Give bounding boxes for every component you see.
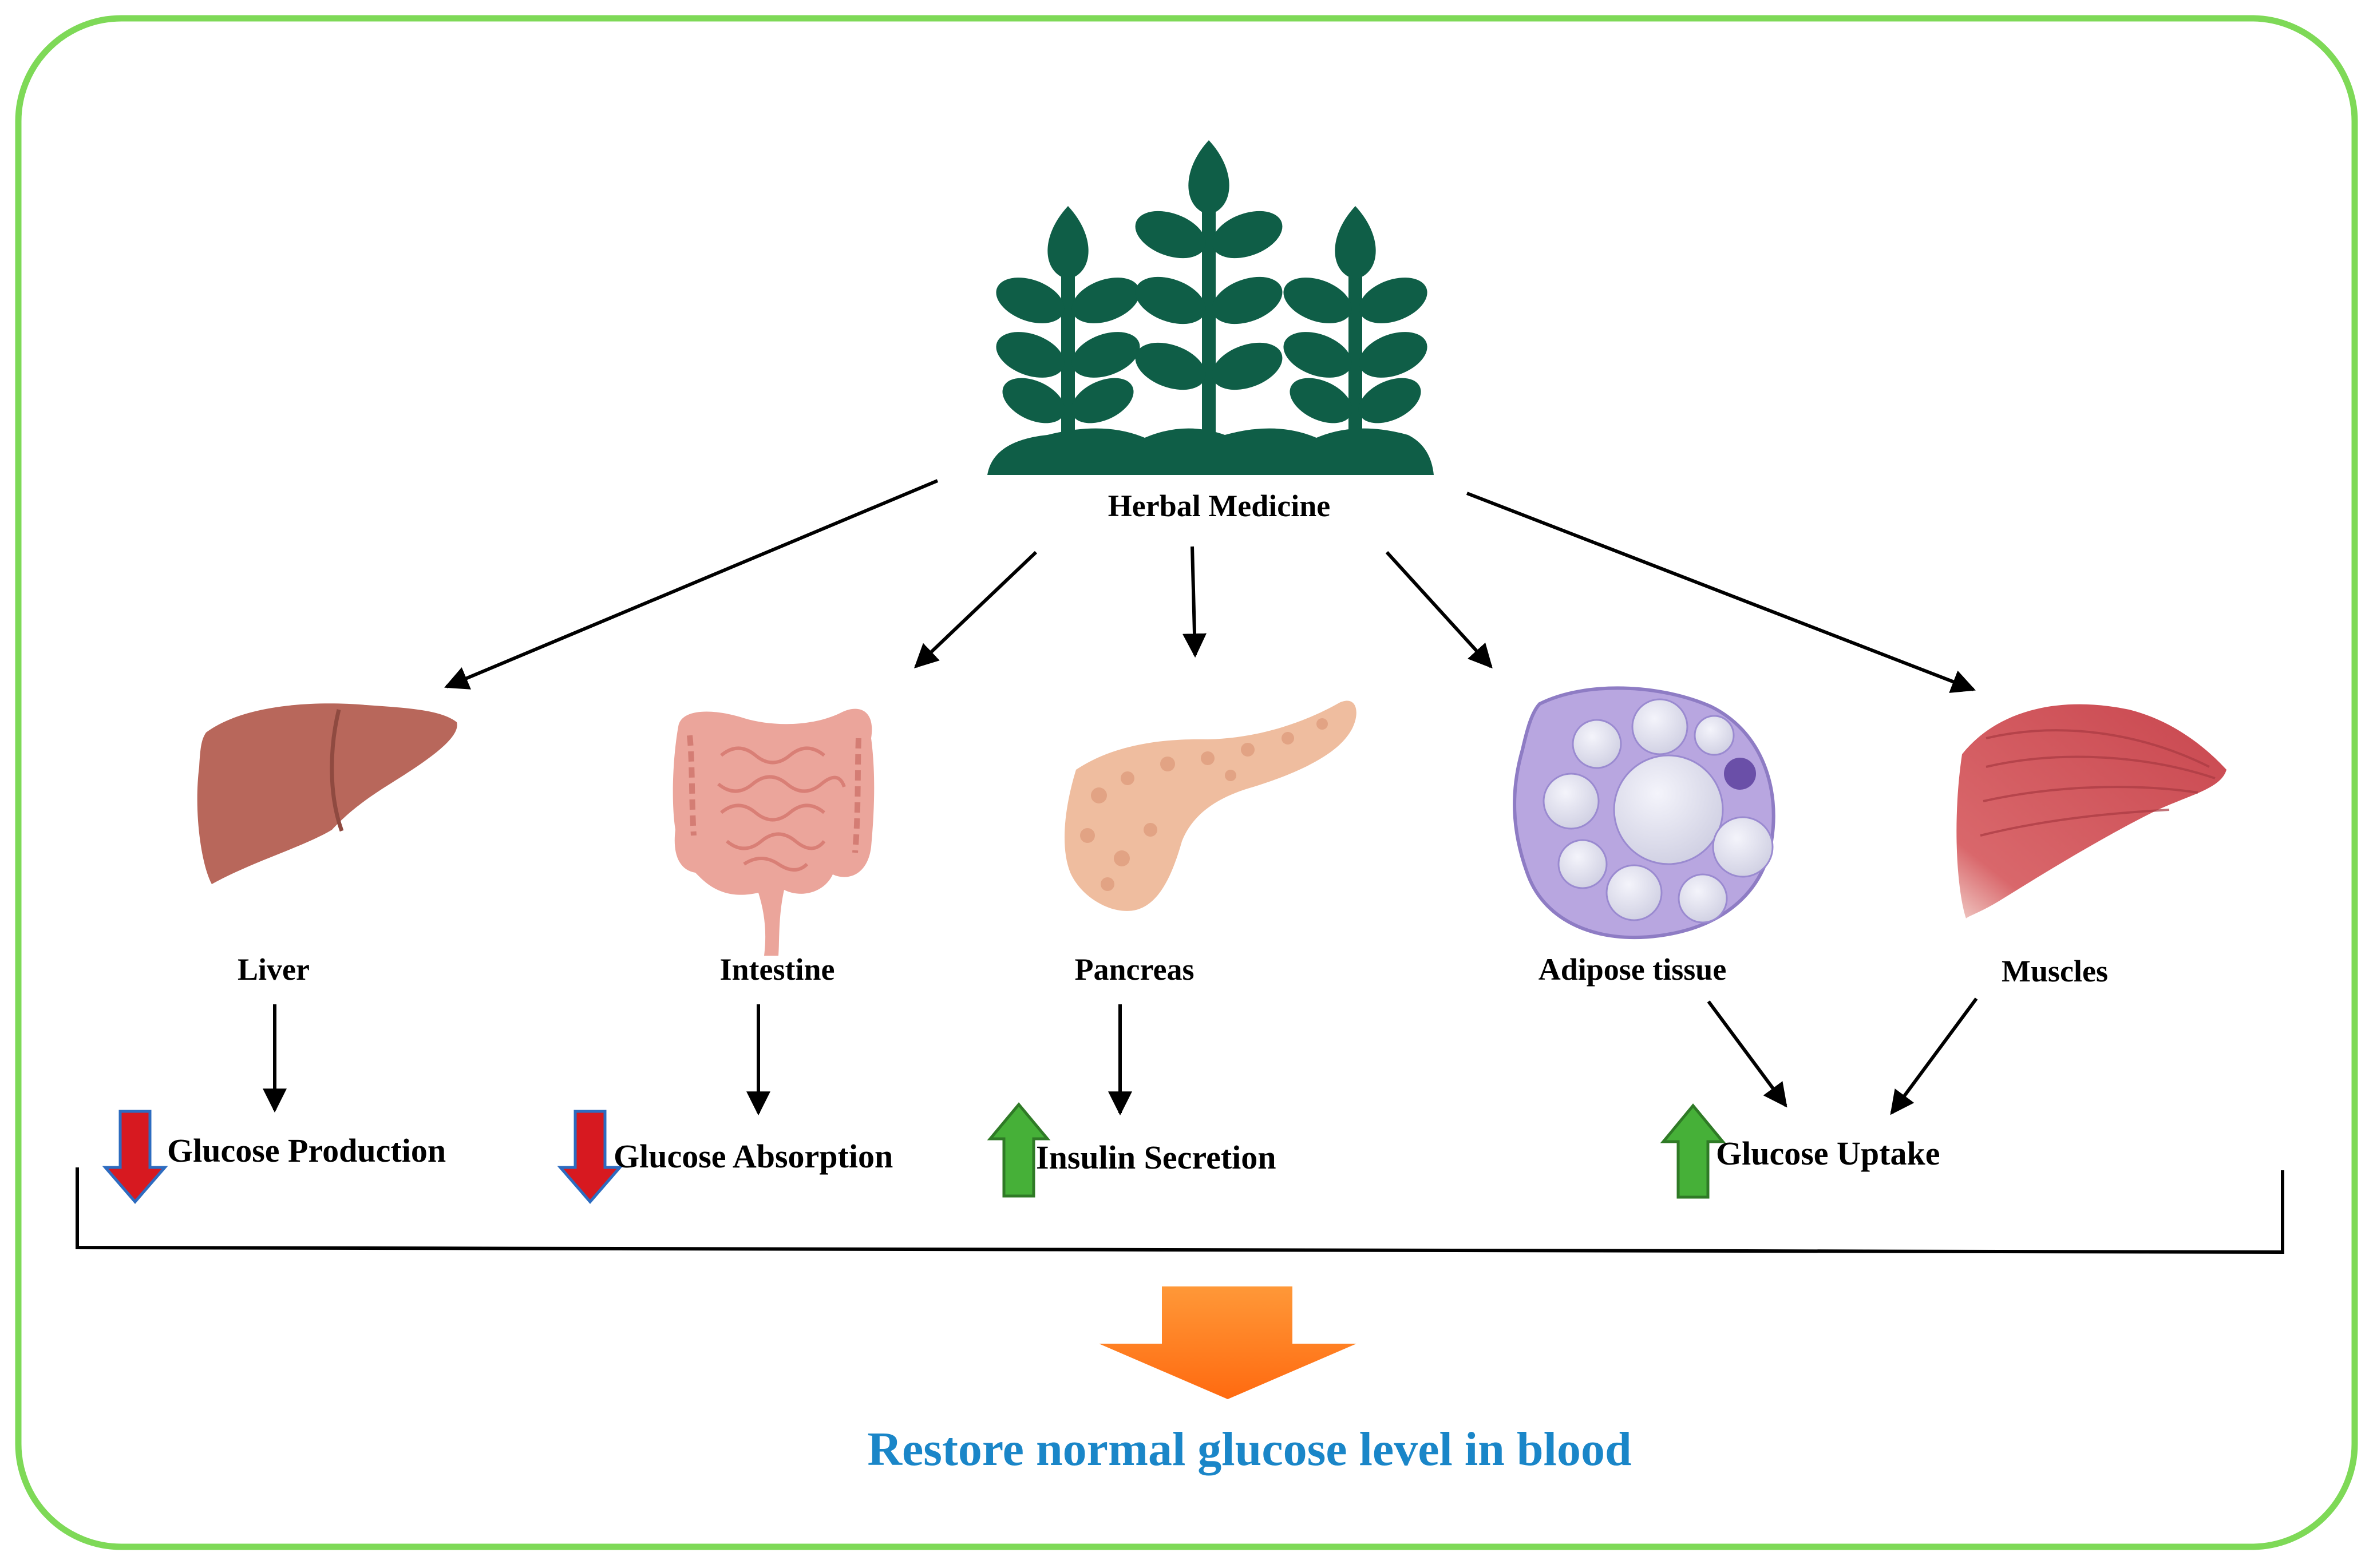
intestine-label: Intestine xyxy=(720,952,835,987)
intestine-icon xyxy=(673,708,875,956)
down-arrow-icon xyxy=(557,1110,623,1204)
muscles-label: Muscles xyxy=(2002,954,2108,988)
pancreas-icon xyxy=(1064,700,1356,911)
organ-to-effect-arrows xyxy=(263,997,1978,1116)
arrow-to-intestine xyxy=(913,551,1038,668)
arrow-to-adipose xyxy=(1385,551,1493,669)
pancreas-label: Pancreas xyxy=(1075,952,1195,987)
down-arrow-icon xyxy=(102,1110,168,1204)
glucose-absorption-label: Glucose Absorption xyxy=(614,1138,893,1175)
arrow-adipose-effect xyxy=(1707,1000,1787,1108)
arrow-to-pancreas xyxy=(1182,546,1207,658)
plant-icon xyxy=(987,140,1434,475)
effect-labels: Glucose Production Glucose Absorption In… xyxy=(167,1132,1940,1176)
glucose-uptake-label: Glucose Uptake xyxy=(1716,1135,1940,1172)
liver-label: Liver xyxy=(238,952,310,987)
up-arrow-icon xyxy=(1660,1103,1726,1199)
liver-icon xyxy=(197,703,457,884)
organ-labels: Liver Intestine Pancreas Adipose tissue … xyxy=(238,952,2108,988)
glucose-production-label: Glucose Production xyxy=(167,1132,446,1169)
adipose-icon xyxy=(1513,686,1775,939)
muscle-icon xyxy=(1956,704,2226,918)
arrow-to-muscles xyxy=(1466,492,1976,693)
result-arrow-icon xyxy=(1099,1286,1356,1399)
adipose-tissue-label: Adipose tissue xyxy=(1539,952,1727,987)
up-arrow-icon xyxy=(987,1102,1051,1198)
arrow-to-liver xyxy=(444,479,939,690)
herb-to-organ-arrows xyxy=(444,479,1976,693)
grouping-bracket xyxy=(76,1167,2284,1254)
outcome-label: Restore normal glucose level in blood xyxy=(867,1423,1631,1476)
herbal-medicine-label: Herbal Medicine xyxy=(1108,489,1330,523)
insulin-secretion-label: Insulin Secretion xyxy=(1036,1139,1276,1176)
arrow-muscles-effect xyxy=(1890,997,1978,1115)
